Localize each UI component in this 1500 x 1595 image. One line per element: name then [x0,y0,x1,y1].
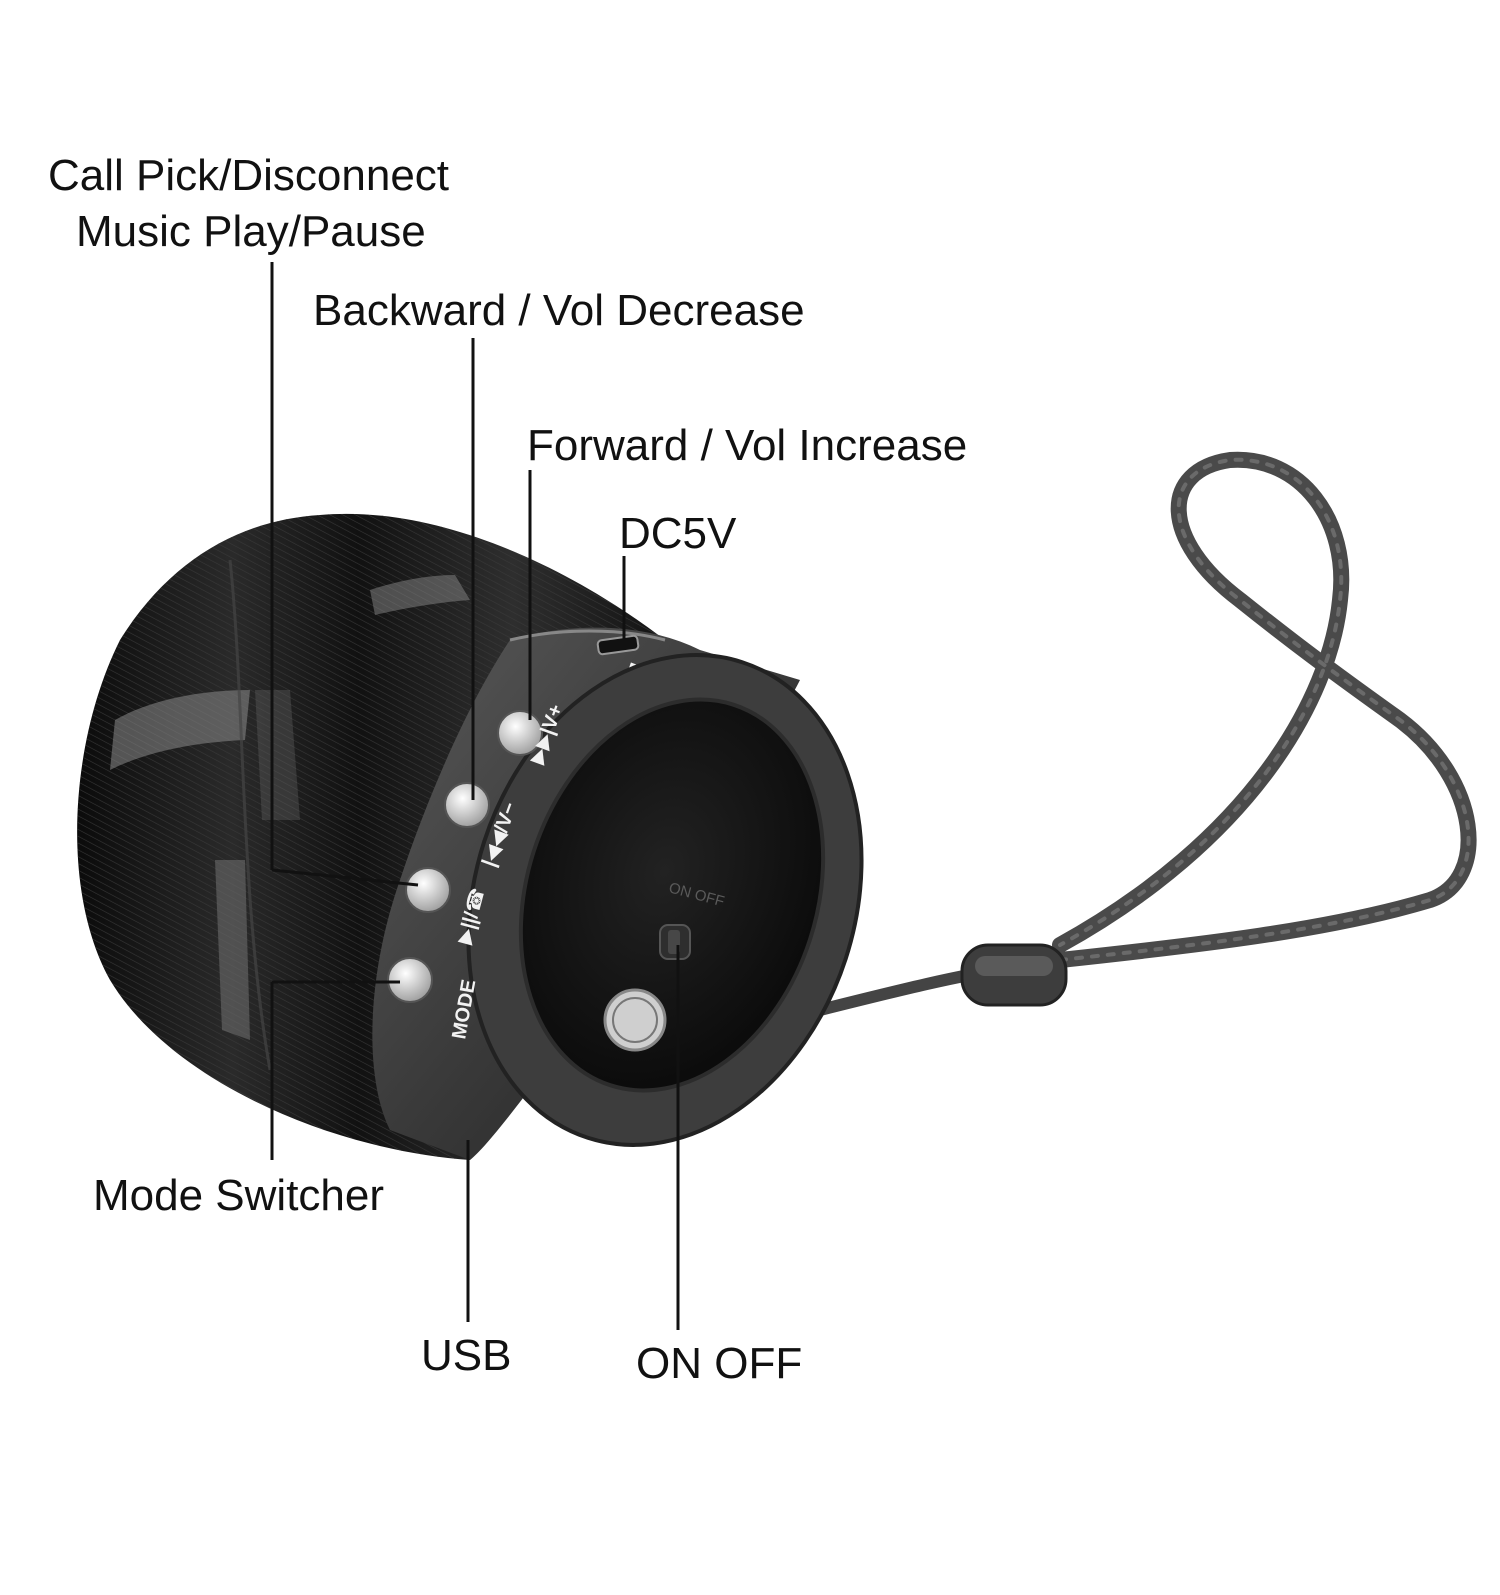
callout-music-play: Music Play/Pause [76,207,426,256]
callout-mode-switcher: Mode Switcher [93,1171,384,1220]
callout-on-off: ON OFF [636,1339,802,1388]
leader-call-pick-h [271,868,419,887]
callout-forward: Forward / Vol Increase [527,421,967,470]
callout-dc5v: DC5V [619,509,737,558]
dc5v-port[interactable] [596,634,640,656]
mode-button[interactable]: MODE [387,957,480,1041]
lanyard-strap [814,451,1477,1016]
end-cap: ON OFF [466,653,864,1147]
leader-lines [270,262,680,1330]
callout-call-pick: Call Pick/Disconnect [48,151,449,200]
callout-backward: Backward / Vol Decrease [313,286,805,335]
button-group: ▶▶|V+ |◀◀/V− ▶||/☎ MODE [387,701,568,1041]
callout-labels: Call Pick/Disconnect Music Play/Pause Ba… [48,151,967,1388]
callout-usb: USB [421,1331,511,1380]
